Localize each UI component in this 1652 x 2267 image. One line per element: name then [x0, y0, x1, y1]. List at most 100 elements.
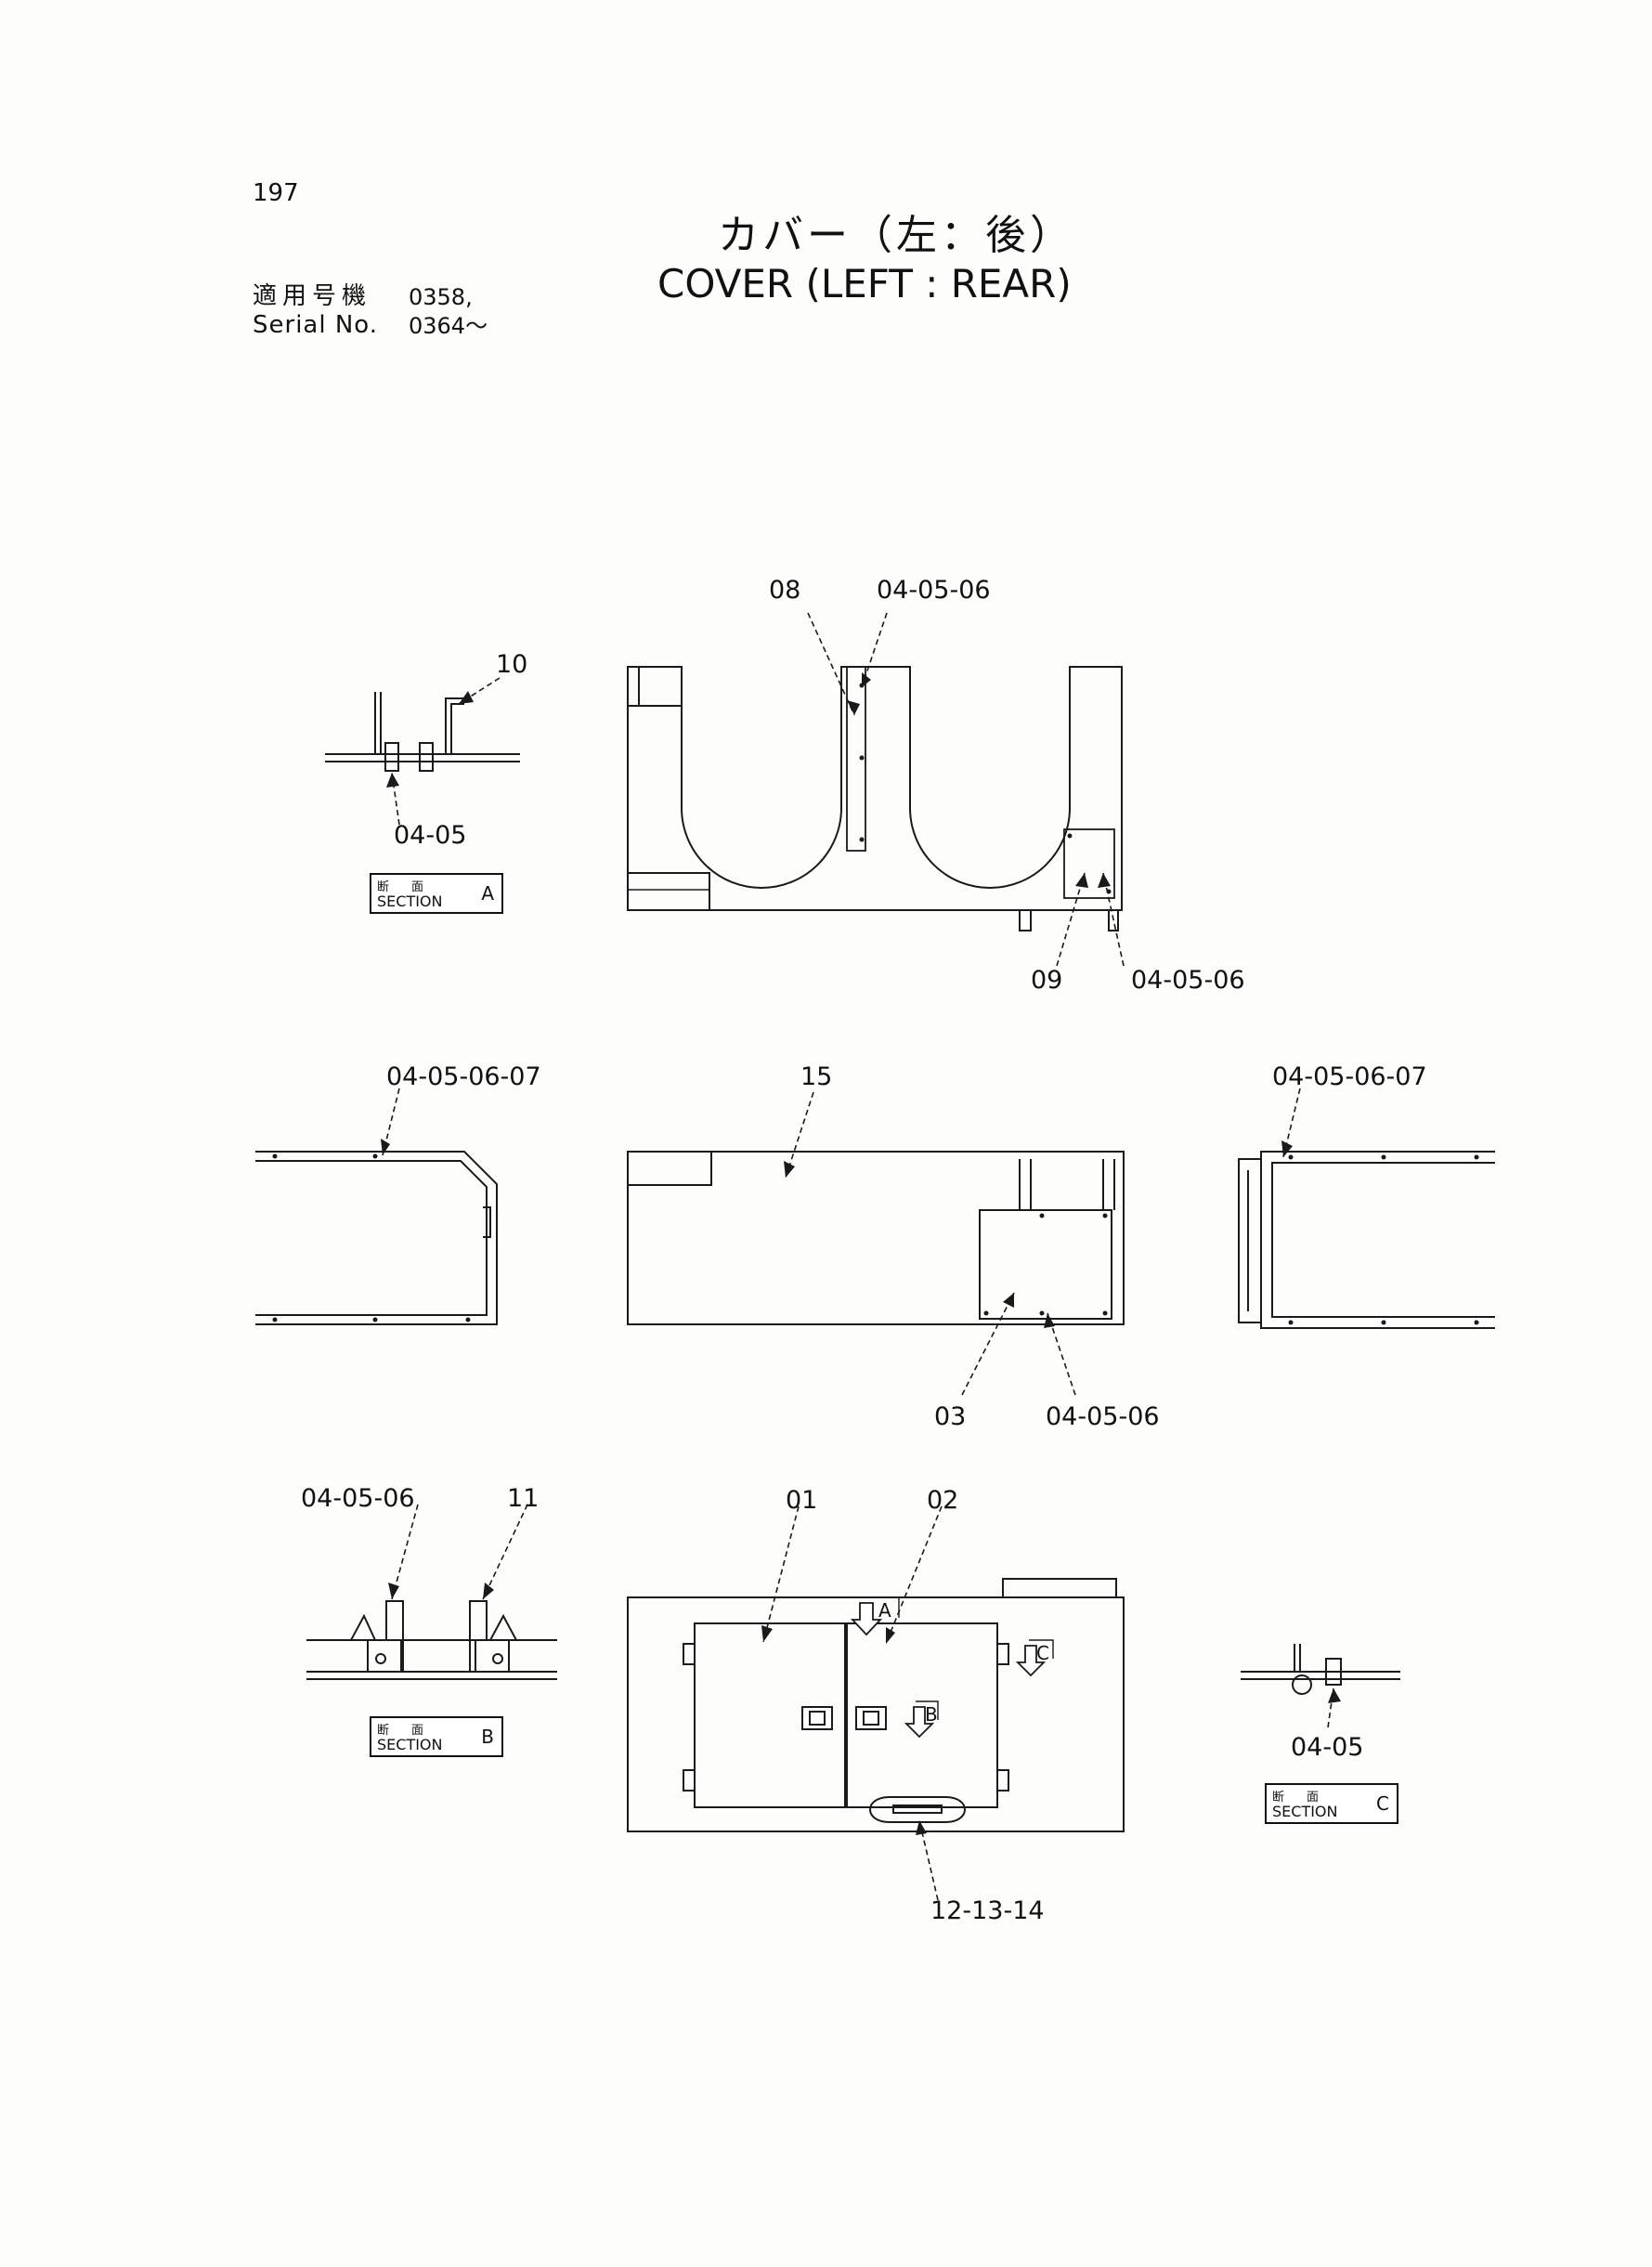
door-latch-left-inner — [809, 1711, 826, 1726]
section-a-letter: A — [481, 882, 494, 905]
section-b-label: 断面 SECTION B — [370, 1716, 503, 1757]
callout-04-05-06-07-left: 04-05-06-07 — [386, 1062, 541, 1091]
rivet-dots — [272, 683, 1479, 1325]
view-marker-b: B — [925, 1703, 938, 1726]
mid-left-outline — [255, 1151, 498, 1325]
callout-01: 01 — [786, 1486, 818, 1515]
section-b-center-post — [402, 1640, 471, 1672]
section-c-tube — [1292, 1674, 1312, 1695]
section-a-bolt-left — [384, 742, 399, 772]
callout-02: 02 — [927, 1486, 959, 1515]
view-marker-c: C — [1036, 1642, 1049, 1664]
callout-04-05-06-lower: 04-05-06 — [1131, 966, 1245, 995]
title-english: COVER (LEFT : REAR) — [657, 261, 1072, 306]
callout-08: 08 — [769, 576, 801, 605]
section-b-bolt-right — [469, 1600, 488, 1641]
leader-09 — [1056, 872, 1086, 967]
section-c-base — [1241, 1671, 1400, 1680]
callout-04-05-section-a: 04-05 — [394, 821, 467, 850]
view-bracket-c — [1029, 1639, 1054, 1659]
part-03-plate — [979, 1209, 1112, 1320]
door-01-outline — [694, 1622, 846, 1808]
top-cover-outline — [627, 666, 1123, 911]
arrowhead-03 — [1003, 1293, 1014, 1308]
door-latch-right — [855, 1706, 887, 1730]
arrowhead-09 — [1075, 873, 1088, 888]
arrowhead-040506-top — [862, 672, 871, 687]
top-cover-bottom-panel — [628, 872, 710, 910]
section-b-hole-right — [492, 1653, 503, 1664]
top-cover-view — [627, 666, 1123, 932]
leader-040506-b — [391, 1504, 419, 1600]
arrowhead-02 — [886, 1627, 895, 1644]
middle-right-view — [1238, 1151, 1495, 1329]
section-b-detail — [306, 1600, 557, 1680]
section-c-label: 断面 SECTION C — [1265, 1783, 1398, 1824]
view-bracket-a — [867, 1596, 900, 1618]
arrowhead-0405-c — [1328, 1688, 1341, 1703]
door-latch-right-inner — [863, 1711, 879, 1726]
view-marker-a: A — [878, 1599, 891, 1622]
section-c-wall — [1294, 1644, 1301, 1672]
callout-04-05-06-top: 04-05-06 — [877, 576, 991, 605]
view-arrow-a-icon — [850, 1602, 883, 1636]
callout-04-05-06-section-b: 04-05-06 — [301, 1484, 415, 1513]
section-b-kanji: 断面 — [377, 1724, 447, 1738]
section-b-base — [306, 1639, 557, 1680]
leader-11 — [482, 1504, 528, 1600]
view-arrow-c-icon — [1015, 1645, 1047, 1677]
arrowhead-04050607-right — [1281, 1140, 1293, 1157]
section-c-kanji: 断面 — [1272, 1791, 1342, 1804]
top-cover-corner-step — [638, 667, 682, 707]
section-c-detail — [1241, 1644, 1400, 1695]
page-number: 197 — [253, 179, 299, 207]
door-latch-left — [801, 1706, 833, 1730]
part-08-strip — [846, 666, 866, 852]
section-b-letter: B — [481, 1726, 494, 1748]
callout-09: 09 — [1031, 966, 1063, 995]
arrowhead-040506-lower — [1098, 873, 1111, 888]
section-b-hole-left — [375, 1653, 386, 1664]
section-b-word: SECTION — [377, 1736, 443, 1753]
middle-left-view — [255, 1151, 498, 1325]
arrowhead-10 — [459, 691, 474, 704]
mid-left-bracket — [483, 1206, 491, 1238]
section-a-detail — [325, 692, 520, 772]
bottom-doors-view — [627, 1578, 1125, 1832]
mid-right-end-block — [1238, 1158, 1262, 1323]
arrowhead-121314 — [916, 1820, 927, 1835]
callout-12-13-14: 12-13-14 — [930, 1896, 1045, 1925]
callout-11: 11 — [507, 1484, 540, 1513]
callout-03: 03 — [934, 1402, 967, 1431]
section-b-right-arm — [489, 1613, 517, 1641]
arrowhead-040506-b — [388, 1583, 399, 1599]
leader-08 — [807, 612, 855, 716]
leader-02 — [885, 1505, 943, 1645]
leader-040506-lower — [1102, 872, 1125, 967]
serial-value-range: 0364～ — [409, 313, 488, 339]
part-09-plate — [1063, 828, 1115, 899]
leader-040506-mid — [1047, 1312, 1076, 1396]
section-b-bracket-left — [367, 1639, 402, 1673]
bottom-outer-panel — [627, 1596, 1125, 1832]
mid-right-outline — [1260, 1151, 1495, 1329]
door-hinge-right — [996, 1643, 1009, 1791]
section-a-kanji: 断面 — [377, 880, 447, 894]
arrowhead-040506-mid — [1044, 1313, 1055, 1328]
section-a-base — [325, 753, 520, 762]
leader-040506-top — [861, 612, 888, 688]
section-c-word: SECTION — [1272, 1803, 1338, 1820]
door-hinge-left — [683, 1643, 696, 1791]
leader-15 — [785, 1091, 814, 1179]
view-arrow-b-icon — [904, 1706, 935, 1739]
serial-label-english: Serial No. — [253, 311, 378, 339]
title-japanese: カバー（左：後） — [718, 212, 1074, 259]
section-a-label: 断面 SECTION A — [370, 873, 503, 914]
arrowhead-15 — [784, 1161, 795, 1178]
callout-04-05-06-middle: 04-05-06 — [1046, 1402, 1160, 1431]
top-cover-feet — [1019, 910, 1119, 932]
arrowhead-04050607-left — [381, 1139, 390, 1155]
serial-label-japanese: 適用号機 — [253, 282, 372, 310]
